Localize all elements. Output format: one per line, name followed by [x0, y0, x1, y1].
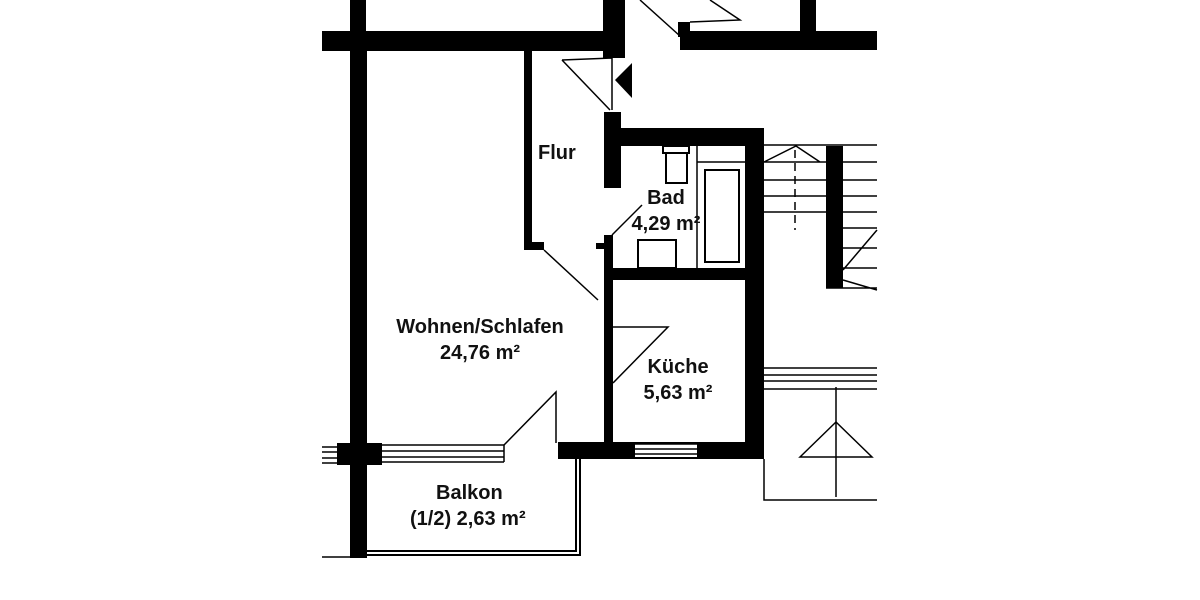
wall-bad-left-upper — [604, 112, 621, 188]
staircase-icon — [763, 367, 877, 501]
bathtub-icon — [704, 169, 740, 263]
room-label-balkon: Balkon (1/2) 2,63 m² — [410, 480, 526, 532]
window-icon — [635, 444, 697, 457]
room-label-flur: Flur — [538, 140, 576, 166]
room-label-bad: Bad 4,29 m² — [620, 185, 712, 237]
staircase-icon — [763, 144, 878, 291]
room-name: Wohnen/Schlafen — [396, 316, 564, 338]
wall-stub-door-post — [678, 22, 690, 37]
door-swing-icon — [611, 204, 643, 236]
door-swing-icon — [561, 57, 613, 110]
door-swing-icon — [561, 59, 611, 111]
room-area: (1/2) 2,63 m² — [410, 508, 526, 530]
wall-flur-bottom-stub — [524, 242, 544, 250]
room-name: Bad — [647, 187, 685, 209]
window-icon — [382, 444, 505, 463]
wall-top-right — [680, 31, 877, 50]
window-icon — [635, 443, 697, 459]
wall-stub-top-mid — [603, 0, 625, 58]
room-name: Flur — [538, 142, 576, 164]
toilet-icon — [665, 152, 688, 184]
room-label-kueche: Küche 5,63 m² — [630, 354, 726, 406]
entrance-arrow-icon — [615, 63, 632, 98]
door-swing-icon — [503, 390, 557, 446]
room-name: Balkon — [436, 482, 503, 504]
door-swing-icon — [612, 326, 670, 384]
window-icon — [322, 446, 337, 464]
room-label-wohnen: Wohnen/Schlafen 24,76 m² — [370, 314, 590, 366]
wall-kitchen-left-lower — [604, 383, 613, 455]
wall-stair-core — [826, 146, 843, 288]
room-area: 4,29 m² — [631, 213, 701, 235]
wall-bad-right — [745, 128, 764, 458]
wall-bad-top — [604, 128, 764, 146]
room-area: 5,63 m² — [643, 382, 713, 404]
door-swing-icon — [543, 249, 599, 301]
room-area: 24,76 m² — [439, 342, 521, 364]
door-swing-icon — [639, 0, 681, 37]
wall-stub-top-right — [800, 0, 816, 35]
wall-bad-left-lower — [604, 235, 613, 455]
wall-top-left — [322, 31, 620, 51]
toilet-icon — [662, 145, 690, 154]
wall-bad-door-stub — [596, 243, 608, 249]
balcony-outline — [367, 459, 581, 556]
bathtub-frame — [696, 146, 745, 268]
door-swing-icon — [689, 0, 743, 23]
sink-icon — [637, 239, 677, 269]
wall-left — [350, 31, 367, 558]
room-name: Küche — [647, 356, 709, 378]
wall-stub-top-left — [350, 0, 366, 35]
wall-flur-left — [524, 50, 532, 250]
wall-window-pier — [337, 443, 382, 465]
wall-bad-kitchen-divider — [610, 268, 750, 280]
